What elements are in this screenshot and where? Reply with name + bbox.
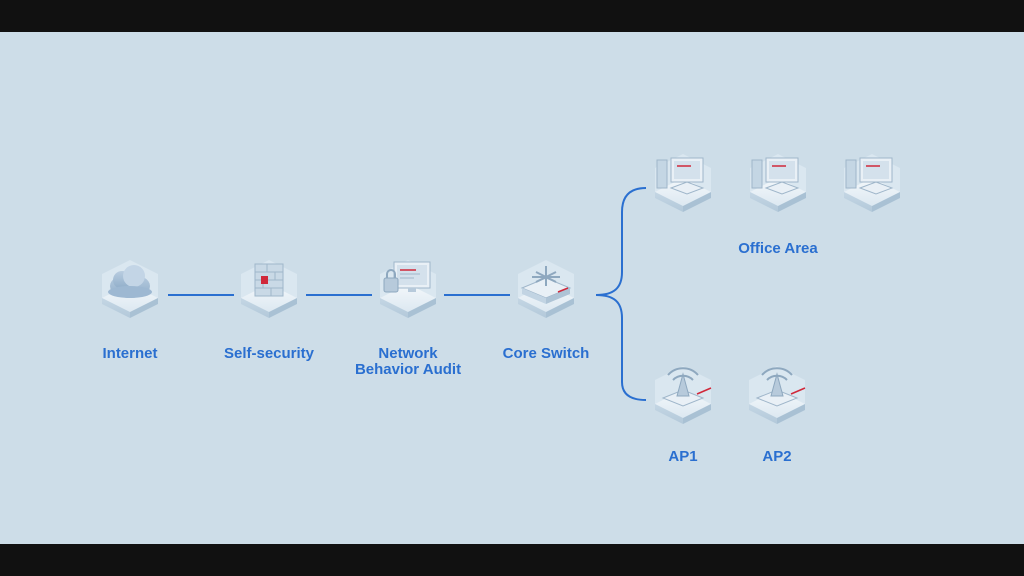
firewall-icon [254,263,284,297]
label-ap2: AP2 [762,448,792,465]
office-pc-icon [751,157,800,195]
label-network-audit-line2: Behavior Audit [354,361,462,378]
links [168,187,647,401]
network-audit-node [380,260,436,318]
label-ap1: AP1 [668,448,698,465]
office-pc-2 [750,154,806,212]
switch-icon [520,266,572,304]
self-security-node [241,260,297,318]
link-coreswitch-ap-branch [595,294,647,401]
link-coreswitch-branch [595,187,647,296]
audit-monitor-icon [383,261,431,293]
letterbox-bottom [0,544,1024,576]
label-self-security: Self-security [223,345,315,362]
ap2-node [749,366,806,424]
office-pc-3 [844,154,900,212]
label-internet: Internet [102,345,158,362]
ap1-node [655,366,712,424]
diagram-stage: Internet Self-security Network Behavior … [0,32,1024,544]
label-network-audit-line1: Network [378,345,438,362]
network-diagram [102,154,900,424]
label-core-switch: Core Switch [502,345,590,362]
letterbox-top [0,0,1024,32]
cloud-icon [108,265,152,298]
core-switch-node [518,260,574,318]
access-point-icon [661,367,712,407]
label-office-area: Office Area [738,240,818,257]
office-pc-icon [656,157,705,195]
office-pc-1 [655,154,711,212]
internet-node [102,260,158,318]
access-point-icon [755,367,806,407]
office-pc-icon [845,157,894,195]
